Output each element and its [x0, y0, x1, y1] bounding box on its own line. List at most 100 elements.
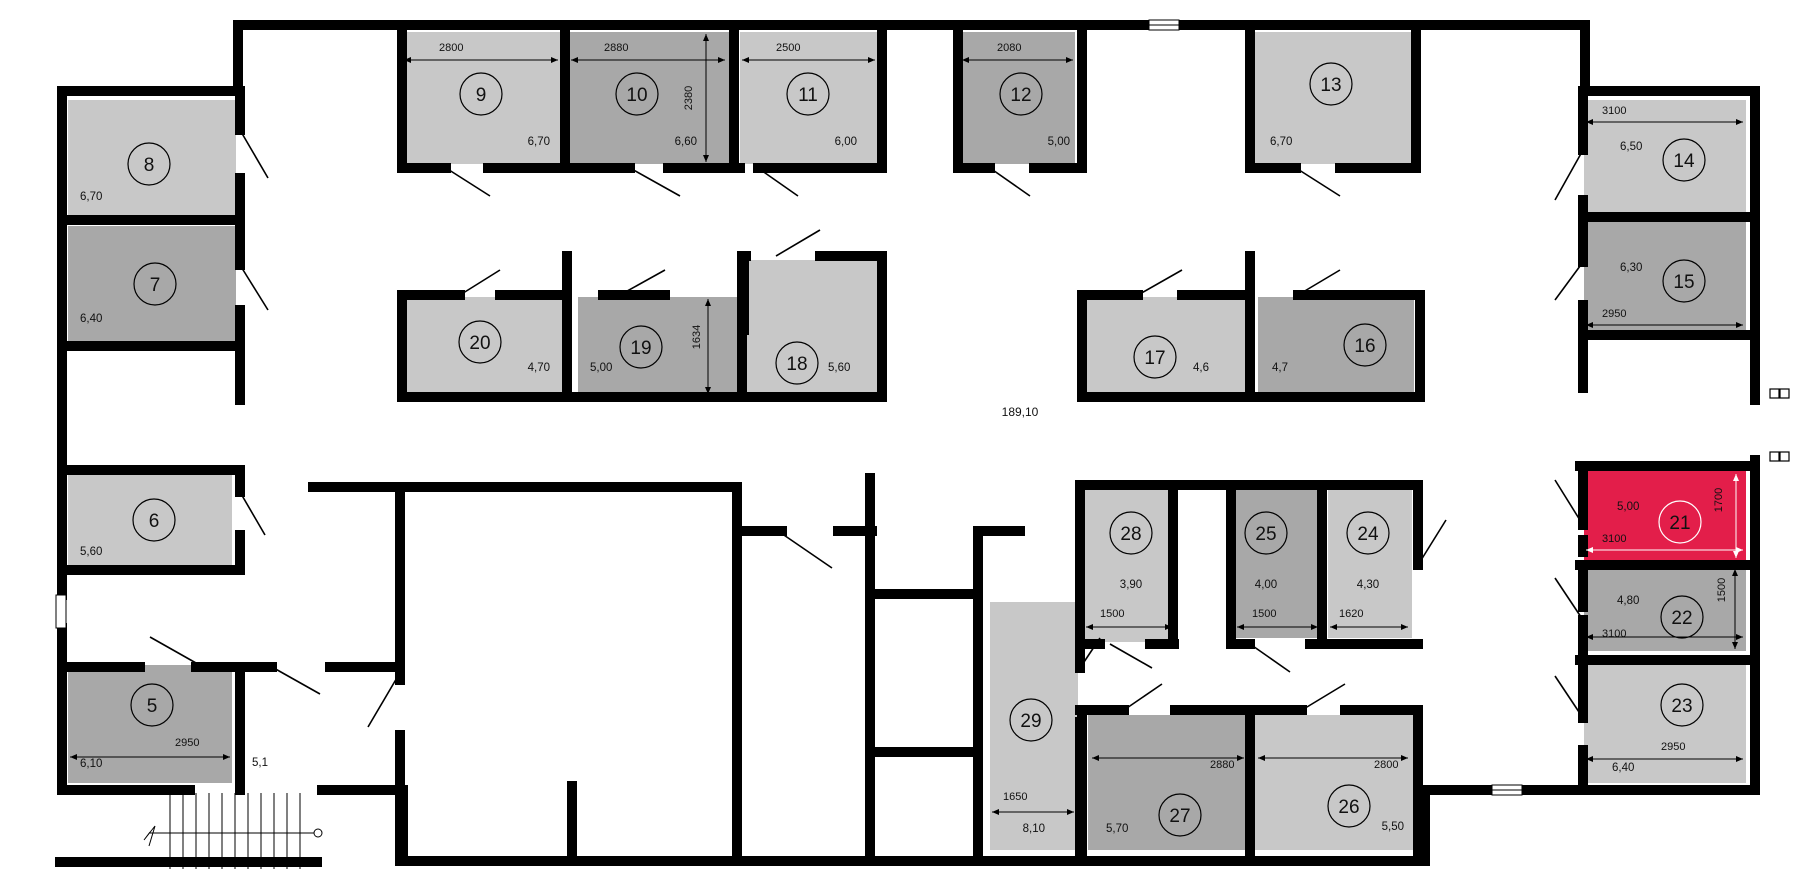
room-11-area: 6,00: [835, 136, 857, 148]
room-16-number-circle: [1343, 323, 1387, 367]
room-21-area: 5,00: [1617, 501, 1639, 513]
room-labels: 56,1065,6076,4086,7096,70106,60116,00125…: [80, 62, 1706, 837]
room-25-area: 4,00: [1255, 579, 1277, 591]
room-12-width-dim: 2080: [997, 42, 1021, 54]
room-21-width-dim: 3100: [1602, 533, 1626, 545]
room-8-fill: [68, 100, 236, 218]
room-15-width-dim: 2950: [1602, 308, 1626, 320]
room-18-fill: [747, 260, 877, 396]
door-swing: [757, 167, 799, 197]
room-10-fill: [569, 32, 729, 164]
wall-segment: [1340, 705, 1423, 866]
room-10-depth-dim: 2380: [683, 86, 695, 110]
door-swing: [1301, 683, 1346, 711]
vent-marker: [1779, 388, 1790, 399]
room-29-number: 29: [1020, 711, 1041, 732]
room-9-width-dim: 2800: [439, 42, 463, 54]
room-25-fill: [1235, 490, 1323, 638]
room-10-number: 10: [626, 85, 647, 106]
room-11-fill: [740, 32, 878, 164]
room-24-number-circle: [1346, 511, 1390, 555]
vent-marker: [1769, 388, 1780, 399]
room-13-number-circle: [1309, 62, 1353, 106]
wall-segment: [1226, 480, 1255, 649]
room-23-area: 6,40: [1612, 762, 1634, 774]
room-14-width-dim: 3100: [1602, 105, 1626, 117]
room-28-number: 28: [1120, 524, 1141, 545]
walls: [55, 19, 1790, 866]
room-23-width-dim: 2950: [1661, 741, 1685, 753]
room-19-area: 5,00: [590, 362, 612, 374]
room-12-area: 5,00: [1048, 136, 1070, 148]
room-25-width-dim: 1500: [1252, 608, 1276, 620]
room-9-fill: [402, 32, 562, 164]
room-28-area: 3,90: [1120, 579, 1142, 591]
room-11-width-dim: 2500: [776, 42, 800, 54]
wall-segment: [308, 482, 742, 866]
room-14-number-circle: [1662, 138, 1706, 182]
room-11-number-circle: [786, 72, 830, 116]
door-swing: [1554, 479, 1584, 526]
room-27-width-dim: 2880: [1210, 759, 1234, 771]
door-swing: [445, 167, 491, 197]
door-swing: [1079, 637, 1101, 669]
wall-segment: [317, 785, 408, 866]
wall-segment: [397, 23, 451, 173]
room-21-number-circle: [1658, 500, 1702, 544]
room-19-number-circle: [619, 325, 663, 369]
room-27-number-circle: [1158, 793, 1202, 837]
room-16-fill: [1258, 297, 1414, 396]
room-21-fill: [1584, 470, 1746, 562]
room-22-area: 4,80: [1617, 595, 1639, 607]
window: [55, 594, 67, 629]
room-6-area: 5,60: [80, 546, 102, 558]
room-29-fill: [990, 602, 1078, 850]
room-5-number: 5: [147, 696, 158, 717]
room-15-fill: [1584, 222, 1746, 334]
door-swing: [1417, 519, 1447, 566]
room-26-fill: [1254, 715, 1414, 850]
room-26-width-dim: 2800: [1374, 759, 1398, 771]
door-swing: [775, 229, 821, 257]
room-20-number: 20: [469, 333, 490, 354]
room-6-fill: [68, 470, 232, 567]
door-swing: [271, 666, 321, 695]
room-17-number: 17: [1144, 348, 1165, 369]
room-17-fill: [1085, 297, 1250, 396]
room-9-number: 9: [476, 85, 487, 106]
wall-segment: [1029, 23, 1087, 173]
room-27-number: 27: [1169, 806, 1190, 827]
room-20-area: 4,70: [528, 362, 550, 374]
door-swing: [777, 530, 833, 569]
room-8-area: 6,70: [80, 191, 102, 203]
stair-start-mark: [313, 828, 323, 838]
wall-segment: [753, 23, 887, 173]
room-15-number: 15: [1673, 272, 1694, 293]
room-15-area: 6,30: [1620, 262, 1642, 274]
room-13-number: 13: [1320, 75, 1341, 96]
room-19-depth-dim: 1634: [691, 325, 703, 349]
room-18-number-circle: [775, 341, 819, 385]
room-24-width-dim: 1620: [1339, 608, 1363, 620]
room-7-number-circle: [133, 262, 177, 306]
room-17-number-circle: [1133, 335, 1177, 379]
door-swing: [1123, 683, 1163, 711]
room-22-number-circle: [1660, 595, 1704, 639]
room-19-fill: [578, 297, 738, 396]
room-26-number-circle: [1327, 784, 1371, 828]
room-29-area: 8,10: [1023, 823, 1045, 835]
door-swing: [239, 264, 269, 311]
room-22-number: 22: [1671, 608, 1692, 629]
wall-segment: [397, 251, 887, 402]
room-13-area: 6,70: [1270, 136, 1292, 148]
door-swing: [1554, 577, 1584, 621]
vent-marker: [1779, 451, 1790, 462]
room-14-number: 14: [1673, 151, 1695, 172]
room-23-fill: [1584, 663, 1746, 783]
room-14-fill: [1584, 100, 1746, 214]
vent-marker: [1769, 451, 1780, 462]
room-20-number-circle: [458, 320, 502, 364]
room-8-number-circle: [127, 142, 171, 186]
room-17-area: 4,6: [1193, 362, 1209, 374]
